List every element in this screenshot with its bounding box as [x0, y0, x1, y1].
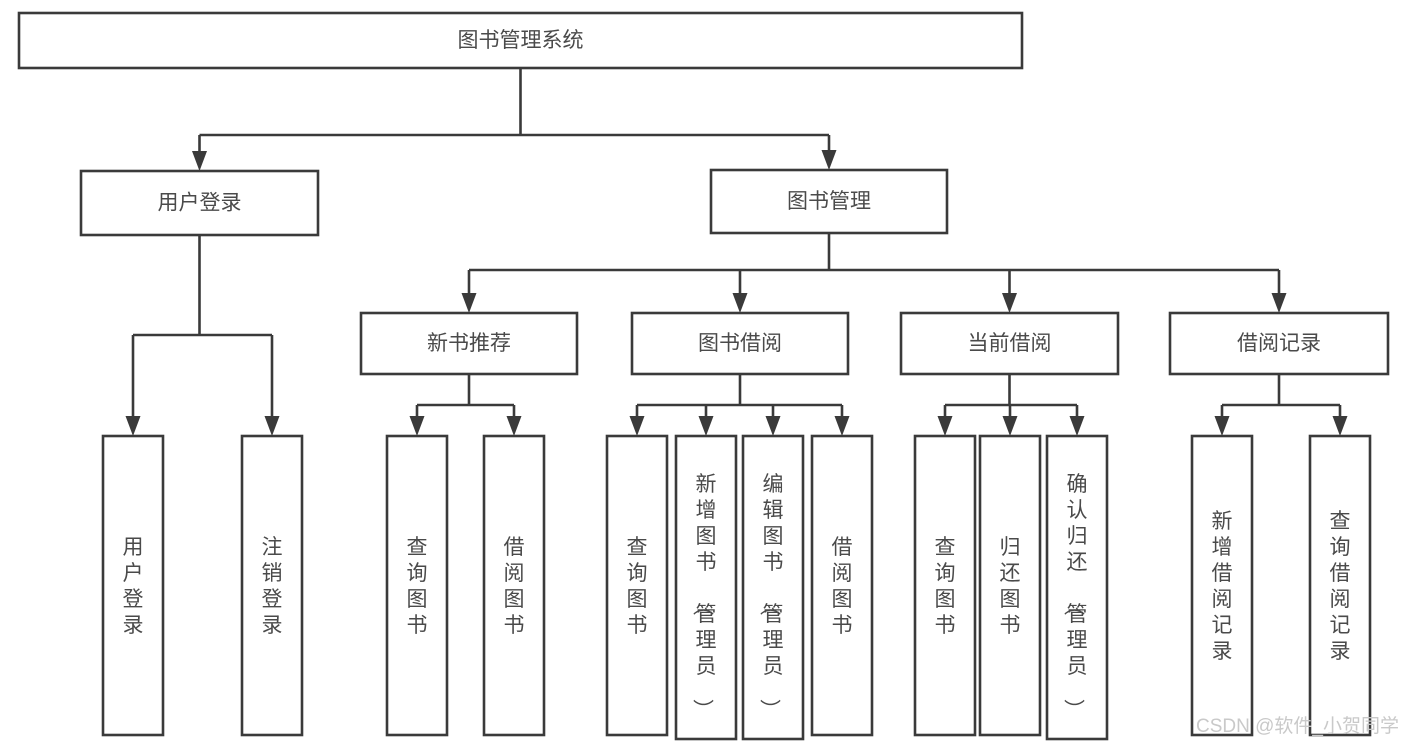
arrow-head-icon: [125, 416, 141, 436]
arrow-head-icon: [264, 416, 280, 436]
node-leaf-query-borrow-record[interactable]: 查询借阅记录: [1308, 434, 1372, 737]
arrow-head-icon: [1002, 293, 1017, 313]
arrow-head-icon: [732, 293, 748, 313]
arrow-head-icon: [937, 416, 953, 436]
node-leaf-return-book[interactable]: 归还图书: [978, 434, 1042, 737]
node-l1-user-login[interactable]: 用户登录: [79, 169, 320, 237]
node-l2-borrow-record[interactable]: 借阅记录: [1168, 311, 1390, 376]
connector-layer: [125, 68, 1348, 436]
node-label: 借阅记录: [1237, 332, 1321, 355]
node-box[interactable]: [17, 11, 1024, 70]
node-leaf-user-logout[interactable]: 注销登录: [240, 434, 304, 737]
arrow-head-icon: [1271, 293, 1287, 313]
node-label: 查询图书: [935, 536, 956, 637]
node-box[interactable]: [913, 434, 977, 737]
node-l2-book-borrow[interactable]: 图书借阅: [630, 311, 850, 376]
node-l2-current-borrow[interactable]: 当前借阅: [899, 311, 1120, 376]
node-box[interactable]: [674, 434, 738, 741]
arrow-head-icon: [629, 416, 645, 436]
node-leaf-query-book-1[interactable]: 查询图书: [385, 434, 449, 737]
node-label: 借阅图书: [832, 536, 853, 637]
node-label: 图书管理: [787, 190, 871, 213]
node-label: 归还图书: [1000, 536, 1021, 637]
node-leaf-user-login-do[interactable]: 用户登录: [101, 434, 165, 737]
node-root-root[interactable]: 图书管理系统: [17, 11, 1024, 70]
node-label: 用户登录: [158, 192, 242, 215]
node-label: 图书管理系统: [458, 29, 584, 52]
node-box[interactable]: [240, 434, 304, 737]
node-box[interactable]: [385, 434, 449, 737]
arrow-head-icon: [192, 151, 207, 171]
node-label: 查询图书: [627, 536, 648, 637]
node-box[interactable]: [482, 434, 546, 737]
node-box[interactable]: [359, 311, 579, 376]
node-label: 确认归还（管理员）: [1062, 473, 1088, 720]
node-leaf-query-book-3[interactable]: 查询图书: [913, 434, 977, 737]
node-leaf-add-borrow-record[interactable]: 新增借阅记录: [1190, 434, 1254, 737]
node-label: 用户登录: [123, 536, 144, 637]
node-box[interactable]: [978, 434, 1042, 737]
arrow-head-icon: [1214, 416, 1230, 436]
node-box[interactable]: [101, 434, 165, 737]
node-label: 查询图书: [407, 536, 428, 637]
arrow-head-icon: [834, 416, 850, 436]
node-box[interactable]: [1045, 434, 1109, 741]
watermark-label: CSDN @软件_小贺同学: [1196, 715, 1399, 737]
node-box[interactable]: [709, 168, 949, 235]
node-box[interactable]: [1308, 434, 1372, 737]
node-label: 注销登录: [262, 536, 283, 637]
node-label: 新增借阅记录: [1212, 510, 1233, 663]
node-leaf-query-book-2[interactable]: 查询图书: [605, 434, 669, 737]
node-label: 查询借阅记录: [1330, 510, 1351, 663]
node-label: 新增图书（管理员）: [691, 473, 717, 720]
arrow-head-icon: [409, 416, 425, 436]
node-leaf-confirm-return-admin[interactable]: 确认归还（管理员）: [1045, 434, 1109, 741]
arrow-head-icon: [506, 416, 522, 436]
node-leaf-add-book-admin[interactable]: 新增图书（管理员）: [674, 434, 738, 741]
arrow-head-icon: [1002, 416, 1018, 436]
arrow-head-icon: [1069, 416, 1085, 436]
node-box[interactable]: [810, 434, 874, 737]
node-box[interactable]: [1168, 311, 1390, 376]
node-box[interactable]: [630, 311, 850, 376]
arrow-head-icon: [821, 150, 837, 170]
node-label: 编辑图书（管理员）: [758, 473, 784, 720]
node-box[interactable]: [1190, 434, 1254, 737]
node-box[interactable]: [79, 169, 320, 237]
arrow-head-icon: [765, 416, 781, 436]
node-l1-book-admin[interactable]: 图书管理: [709, 168, 949, 235]
node-layer: 图书管理系统用户登录用户登录注销登录图书管理新书推荐查询图书借阅图书图书借阅查询…: [17, 11, 1390, 741]
arrow-head-icon: [1332, 416, 1348, 436]
node-l2-new-book-recommend[interactable]: 新书推荐: [359, 311, 579, 376]
node-box[interactable]: [605, 434, 669, 737]
node-label: 当前借阅: [968, 332, 1052, 355]
arrow-head-icon: [698, 416, 714, 436]
node-box[interactable]: [899, 311, 1120, 376]
arrow-head-icon: [461, 293, 477, 313]
node-label: 图书借阅: [698, 332, 782, 355]
node-box[interactable]: [741, 434, 805, 741]
node-label: 借阅图书: [504, 536, 525, 637]
node-leaf-edit-book-admin[interactable]: 编辑图书（管理员）: [741, 434, 805, 741]
node-leaf-borrow-book-1[interactable]: 借阅图书: [482, 434, 546, 737]
node-leaf-borrow-book-2[interactable]: 借阅图书: [810, 434, 874, 737]
node-label: 新书推荐: [427, 332, 511, 355]
